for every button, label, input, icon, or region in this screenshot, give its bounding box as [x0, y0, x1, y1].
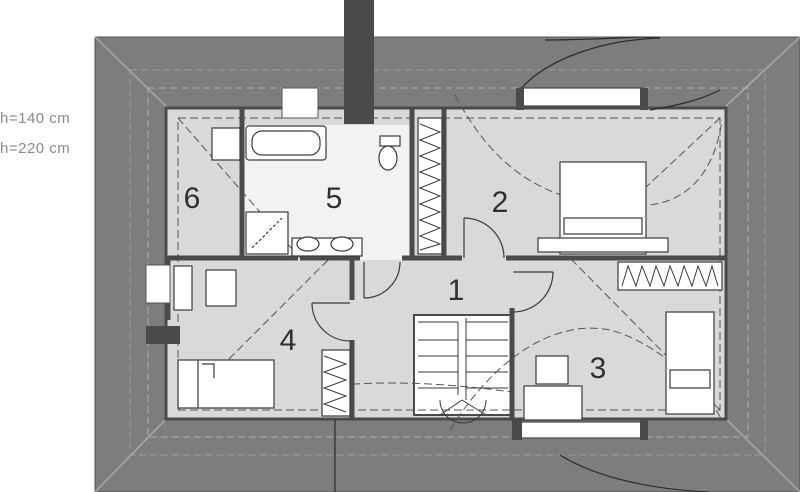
chimney — [344, 0, 374, 124]
wardrobe-hatching — [322, 123, 719, 413]
room-label-6: 6 — [184, 182, 201, 215]
room-label-4: 4 — [280, 324, 297, 357]
legend-height-low: h=140 cm — [0, 110, 71, 127]
room-label-2: 2 — [492, 186, 509, 219]
chimney-small — [146, 326, 180, 344]
room-label-5: 5 — [326, 182, 343, 215]
room-labels: 1 2 3 4 5 6 — [184, 182, 607, 385]
interior-walls — [165, 108, 726, 419]
staircase — [418, 318, 508, 424]
room-label-3: 3 — [590, 352, 607, 385]
legend-height-high: h=220 cm — [0, 140, 71, 157]
door-swings — [311, 36, 721, 492]
windows — [145, 87, 648, 440]
furniture — [173, 117, 723, 421]
room-label-1: 1 — [448, 274, 465, 307]
